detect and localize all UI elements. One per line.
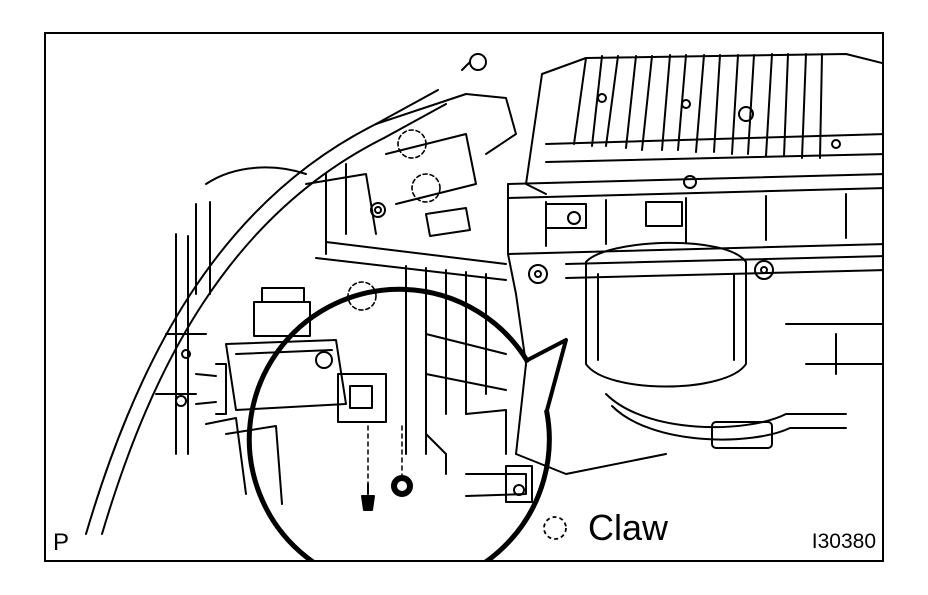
upper-mechanism (305, 53, 517, 255)
legend-label: Claw (588, 507, 669, 548)
hvac-unit-illustration (85, 53, 882, 560)
detail-contents (195, 241, 507, 505)
illustration-frame: P Claw I30380 (44, 32, 884, 562)
claw-legend: Claw (542, 508, 668, 548)
figure-code: I30380 (811, 530, 876, 553)
curved-pipe (85, 89, 447, 535)
detail-magnifier (246, 286, 568, 560)
dashed-circle-icon (543, 516, 567, 540)
upper-housing (525, 53, 882, 195)
claw-markers (347, 129, 441, 311)
fasteners (361, 425, 413, 511)
main-case (507, 173, 882, 475)
left-hoses (155, 166, 307, 455)
panel-label: P (53, 529, 70, 556)
blower-housing (528, 241, 882, 449)
unit-base (465, 465, 533, 503)
